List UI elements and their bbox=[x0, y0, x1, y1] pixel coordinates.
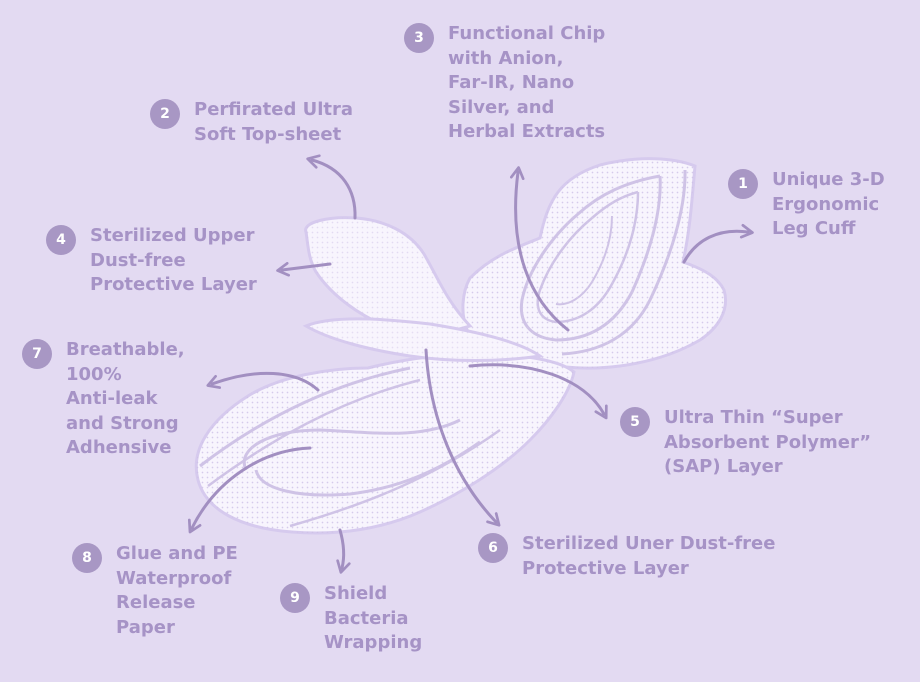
callout-2-top-sheet: 2 Perfirated Ultra Soft Top-sheet bbox=[150, 98, 353, 147]
arrow-5 bbox=[468, 363, 608, 420]
callout-1-badge: 1 bbox=[728, 169, 758, 199]
callout-8-release-paper: 8 Glue and PE Waterproof Release Paper bbox=[72, 542, 238, 640]
top-sheet-flap bbox=[304, 216, 473, 335]
callout-9-label: Shield Bacteria Wrapping bbox=[324, 583, 423, 653]
callout-9-shield-wrapping: 9 Shield Bacteria Wrapping bbox=[280, 582, 422, 656]
arrow-8 bbox=[187, 446, 312, 534]
callout-3-badge: 3 bbox=[404, 23, 434, 53]
callout-1-label: Unique 3-D Ergonomic Leg Cuff bbox=[772, 169, 885, 239]
callout-8-label: Glue and PE Waterproof Release Paper bbox=[116, 543, 238, 638]
callout-7-adhesive: 7 Breathable, 100% Anti-leak and Strong … bbox=[22, 338, 185, 461]
arrow-4 bbox=[276, 261, 332, 277]
callout-5-sap-layer: 5 Ultra Thin “Super Absorbent Polymer” (… bbox=[620, 406, 871, 480]
arrow-3 bbox=[509, 166, 570, 332]
callout-3-label: Functional Chip with Anion, Far-IR, Nano… bbox=[448, 23, 606, 142]
callout-4-upper-protective-layer: 4 Sterilized Upper Dust-free Protective … bbox=[46, 224, 257, 298]
arrow-1 bbox=[682, 223, 754, 264]
callout-2-badge: 2 bbox=[150, 99, 180, 129]
pad-right-section bbox=[461, 157, 727, 370]
arrow-7 bbox=[206, 371, 320, 392]
callout-4-label: Sterilized Upper Dust-free Protective La… bbox=[90, 225, 257, 295]
callout-3-functional-chip: 3 Functional Chip with Anion, Far-IR, Na… bbox=[404, 22, 605, 145]
callout-6-lower-protective-layer: 6 Sterilized Uner Dust-free Protective L… bbox=[478, 532, 775, 581]
callout-5-badge: 5 bbox=[620, 407, 650, 437]
callout-5-label: Ultra Thin “Super Absorbent Polymer” (SA… bbox=[664, 407, 872, 477]
callout-4-badge: 4 bbox=[46, 225, 76, 255]
arrow-6 bbox=[424, 348, 501, 527]
callout-9-badge: 9 bbox=[280, 583, 310, 613]
callout-1-leg-cuff: 1 Unique 3-D Ergonomic Leg Cuff bbox=[728, 168, 885, 242]
callout-7-badge: 7 bbox=[22, 339, 52, 369]
callout-8-badge: 8 bbox=[72, 543, 102, 573]
pad-left-section bbox=[194, 352, 576, 535]
callout-7-label: Breathable, 100% Anti-leak and Strong Ad… bbox=[66, 339, 185, 458]
callout-6-label: Sterilized Uner Dust-free Protective Lay… bbox=[522, 533, 776, 579]
protective-layer-sheet bbox=[302, 317, 544, 362]
callout-2-label: Perfirated Ultra Soft Top-sheet bbox=[194, 99, 354, 145]
callout-6-badge: 6 bbox=[478, 533, 508, 563]
callout-arrows bbox=[187, 154, 754, 574]
arrow-9 bbox=[336, 528, 351, 574]
arrow-2 bbox=[306, 154, 357, 220]
